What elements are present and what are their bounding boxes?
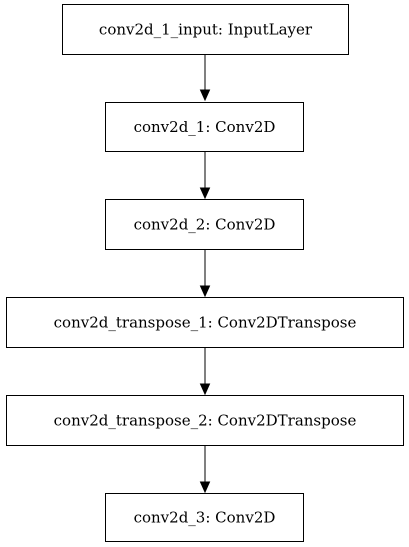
edge-input-to-conv2d-1 — [199, 54, 211, 102]
node-label-conv2d-1-input: conv2d_1_input: InputLayer — [99, 21, 313, 39]
node-conv2d-transpose-1: conv2d_transpose_1: Conv2DTranspose — [6, 297, 404, 348]
node-label-conv2d-2: conv2d_2: Conv2D — [134, 216, 276, 234]
edge-conv2d-1-to-conv2d-2 — [199, 152, 211, 200]
node-conv2d-1: conv2d_1: Conv2D — [105, 102, 304, 152]
node-conv2d-2: conv2d_2: Conv2D — [105, 199, 304, 250]
node-conv2d-1-input: conv2d_1_input: InputLayer — [62, 4, 349, 55]
node-label-conv2d-3: conv2d_3: Conv2D — [134, 509, 276, 527]
node-conv2d-3: conv2d_3: Conv2D — [105, 493, 304, 542]
edge-transpose-2-to-conv2d-3 — [199, 445, 211, 494]
node-label-conv2d-transpose-1: conv2d_transpose_1: Conv2DTranspose — [54, 314, 357, 332]
node-conv2d-transpose-2: conv2d_transpose_2: Conv2DTranspose — [6, 395, 404, 446]
node-label-conv2d-transpose-2: conv2d_transpose_2: Conv2DTranspose — [54, 412, 357, 430]
node-label-conv2d-1: conv2d_1: Conv2D — [134, 118, 276, 136]
edge-transpose-1-to-transpose-2 — [199, 347, 211, 396]
edge-conv2d-2-to-transpose-1 — [199, 249, 211, 298]
